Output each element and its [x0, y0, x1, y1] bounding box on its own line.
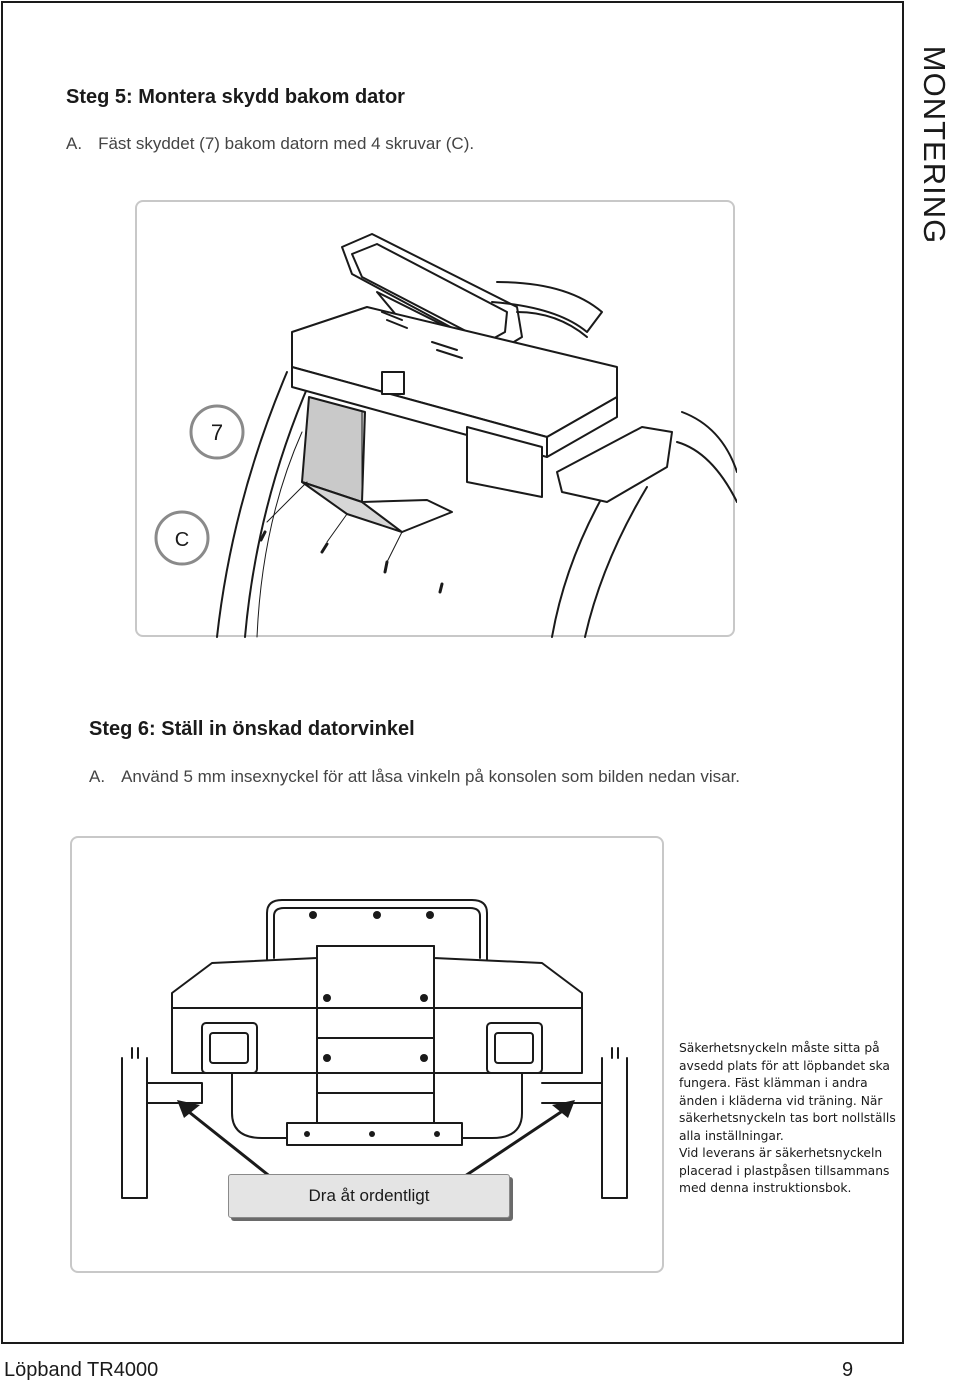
note-line: avsedd plats för att löpbandet ska [679, 1058, 890, 1073]
console-angle-illustration [121, 899, 628, 1199]
part-label-7: 7 [211, 420, 223, 445]
note-line: placerad i plastpåsen tillsammans [679, 1163, 890, 1178]
step5-heading: Steg 5: Montera skydd bakom dator [66, 86, 405, 108]
step6-text: Använd 5 mm insexnyckel för att låsa vin… [121, 767, 741, 786]
note-line: fungera. Fäst klämman i andra [679, 1076, 868, 1090]
note-line: änden i kläderna vid träning. När [679, 1093, 883, 1108]
part-label-c: C [175, 529, 189, 551]
step5-letter: A. [66, 134, 83, 153]
note-line: Vid leverans är säkerhetsnyckeln [679, 1146, 883, 1160]
note-line: säkerhetsnyckeln tas bort nollställs [679, 1111, 896, 1125]
section-side-title: MONTERING [917, 45, 952, 245]
tighten-callout: Dra åt ordentligt [228, 1174, 510, 1218]
step6-instruction: A. Använd 5 mm insexnyckel för att låsa v… [89, 767, 740, 787]
page-frame [1, 1, 904, 1344]
note-line: alla inställningar. [679, 1128, 784, 1143]
footer-page-number: 9 [842, 1359, 854, 1381]
note-line: Säkerhetsnyckeln måste sitta på [679, 1041, 880, 1055]
footer-product-name: Löpband TR4000 [4, 1359, 159, 1381]
note-line: med denna instruktionsbok. [679, 1181, 852, 1195]
safety-key-note: Säkerhetsnyckeln måste sitta på avsedd p… [679, 1040, 901, 1198]
step6-letter: A. [89, 767, 106, 786]
figure-shield-mounting: 7 C [135, 200, 737, 638]
step6-heading: Steg 6: Ställ in önskad datorvinkel [89, 718, 415, 740]
step5-instruction: A. Fäst skyddet (7) bakom datorn med 4 sk… [66, 134, 474, 154]
shield-mounting-illustration: 7 C [154, 233, 737, 638]
step5-text: Fäst skyddet (7) bakom datorn med 4 skru… [98, 134, 475, 153]
